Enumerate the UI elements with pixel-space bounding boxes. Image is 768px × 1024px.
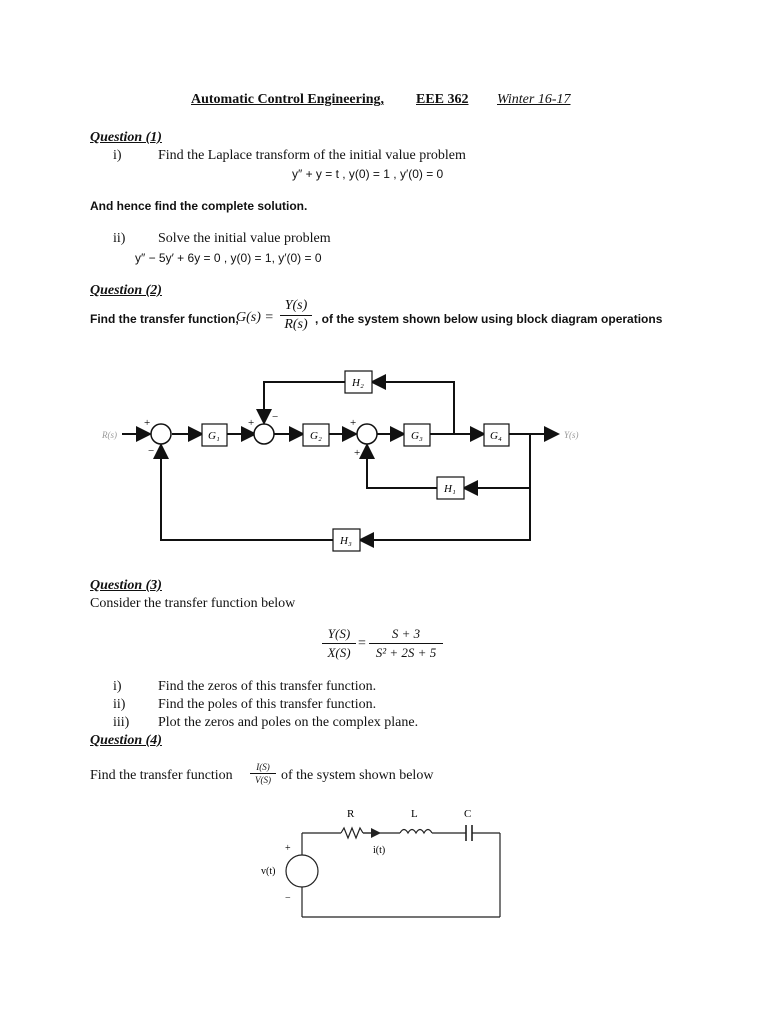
q2-text-pre: Find the transfer function, [90,312,239,326]
block-h1-label: H₁ [443,483,456,495]
q3-equals: = [358,636,366,651]
rlc-circuit: R L C i(t) v(t) + − [261,808,501,918]
q3-item-1-number: i) [113,679,122,694]
input-label: R(s) [101,430,117,440]
block-g2 [302,423,330,447]
q3-lhs-denominator: X(S) [327,645,351,660]
block-h3-label: H₃ [339,535,352,547]
inductor-symbol [399,828,433,835]
resistor-symbol [340,826,364,840]
voltage-source [285,854,319,888]
current-arrow-icon [371,828,381,838]
q4-text-pre: Find the transfer function [90,768,233,783]
label-l: L [411,808,418,820]
q1-ii-number: ii) [113,231,126,246]
q3-intro: Consider the transfer function below [90,596,296,611]
block-g3 [403,423,431,447]
q4-fraction: I(S) V(S) [250,762,276,785]
label-plus: + [285,843,291,854]
block-g1 [201,423,228,447]
q1-i-number: i) [113,148,122,163]
q2-title: Question (2) [90,283,162,298]
summing-junction-3 [356,423,378,445]
sign-sum2-minus: − [272,411,278,423]
label-c: C [464,808,471,820]
q3-item-1-text: Find the zeros of this transfer function… [158,679,377,694]
q4-frac-numerator: I(S) [256,762,270,772]
q3-rhs-fraction: S + 3 S² + 2S + 5 [369,626,443,661]
q3-item-3-text: Plot the zeros and poles on the complex … [158,715,419,730]
q1-ii-text: Solve the initial value problem [158,231,331,246]
q3-lhs-fraction: Y(S) X(S) [322,626,356,661]
block-h3 [332,528,361,552]
summing-junction-1 [150,423,172,445]
q3-title: Question (3) [90,578,162,593]
q3-rhs-denominator: S² + 2S + 5 [375,645,437,660]
q2-frac-denominator: R(s) [284,317,308,332]
q1-i-text: Find the Laplace transform of the initia… [158,148,466,163]
block-g4 [483,423,510,447]
sign-sum1-plus: + [144,417,150,429]
q4-frac-denominator: V(S) [255,775,271,785]
sign-sum3-plus-bottom: + [354,447,360,459]
label-r: R [347,808,355,820]
course-title: Automatic Control Engineering, [191,92,385,107]
q3-rhs-numerator: S + 3 [391,626,421,641]
block-g4-label: G₄ [490,430,502,442]
label-source: v(t) [261,866,275,877]
block-diagram: R(s) Y(s) G₁ G₂ G₃ G₄ H₁ H₂ H₃ + − + − +… [101,370,579,552]
summing-junction-2 [253,423,275,445]
sign-sum3-plus: + [350,417,356,429]
q1-title: Question (1) [90,130,162,145]
q2-fraction: Y(s) R(s) [280,298,312,333]
course-code: EEE 362 [416,92,469,107]
q3-lhs-numerator: Y(S) [327,626,351,641]
q3-item-3-number: iii) [113,715,130,730]
q1-ii-equation: y″ − 5y′ + 6y = 0 , y(0) = 1, y′(0) = 0 [135,251,322,265]
block-h1 [436,476,465,500]
block-h2-label: H₂ [351,377,364,389]
q4-title: Question (4) [90,733,162,748]
q2-frac-numerator: Y(s) [284,298,308,313]
q1-hence-text: And hence find the complete solution. [90,199,308,213]
block-h2 [344,370,373,394]
term: Winter 16-17 [497,92,571,107]
sign-sum1-minus: − [148,445,154,457]
output-label: Y(s) [564,430,579,440]
block-g3-label: G₃ [411,430,423,442]
label-minus: − [285,893,291,904]
q2-text-post: , of the system shown below using block … [315,312,663,326]
block-g1-label: G₁ [208,430,220,442]
sign-sum2-plus: + [248,417,254,429]
q4-text-post: of the system shown below [281,768,434,783]
label-current: i(t) [373,845,385,856]
q1-i-equation: y″ + y = t , y(0) = 1 , y′(0) = 0 [292,167,444,181]
q3-item-2-number: ii) [113,697,126,712]
q2-g-label: G(s) = [236,310,274,325]
q3-item-2-text: Find the poles of this transfer function… [158,697,377,712]
block-g2-label: G₂ [310,430,322,442]
